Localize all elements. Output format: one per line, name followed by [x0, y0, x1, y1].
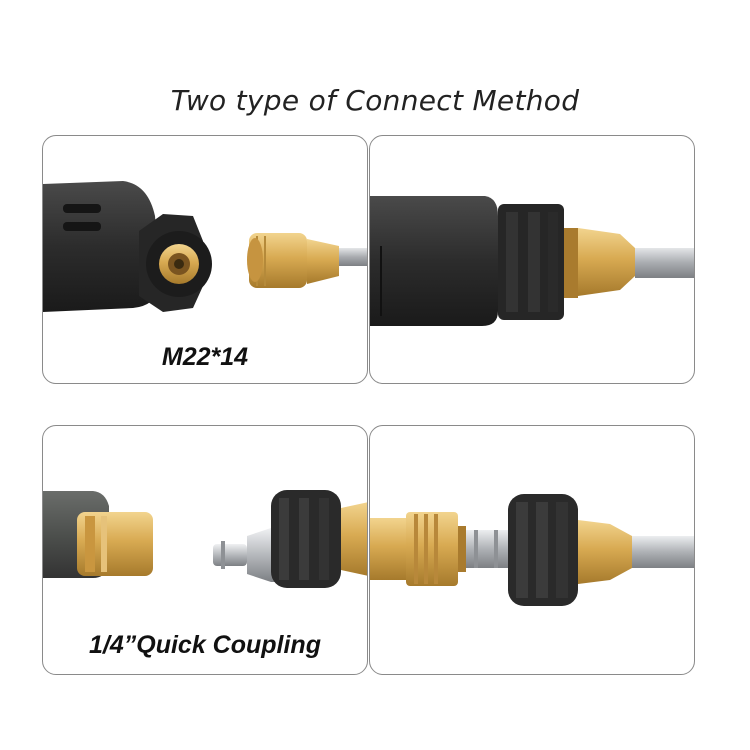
m22-assembled-photo — [370, 196, 694, 326]
caption-m22: M22*14 — [161, 343, 249, 371]
page-title: Two type of Connect Method — [170, 84, 580, 117]
quick-separate-photo — [43, 490, 367, 588]
m22-fitting-icon — [247, 233, 367, 288]
panel-m22-separate: M22*14 — [42, 135, 368, 384]
m22-nut-icon — [271, 490, 367, 588]
panel-quick-assembled — [369, 425, 695, 675]
m22-nut-icon — [508, 494, 578, 606]
lance-icon — [632, 536, 694, 568]
lance-icon — [635, 248, 694, 278]
caption-quick-coupling: 1/4”Quick Coupling — [89, 631, 321, 659]
quick-coupler-icon — [370, 512, 466, 586]
m22-nut-icon — [498, 204, 564, 320]
m22-separate-photo — [43, 181, 367, 312]
quick-plug-icon — [213, 528, 281, 582]
quick-coupler-icon — [77, 512, 153, 576]
m22-nut-icon — [139, 214, 212, 312]
m22-fitting-icon — [578, 520, 632, 584]
panel-quick-separate: 1/4”Quick Coupling — [42, 425, 368, 675]
quick-plug-icon — [466, 530, 508, 568]
m22-fitting-icon — [564, 228, 635, 298]
panel-m22-assembled — [369, 135, 695, 384]
quick-assembled-photo — [370, 494, 694, 606]
